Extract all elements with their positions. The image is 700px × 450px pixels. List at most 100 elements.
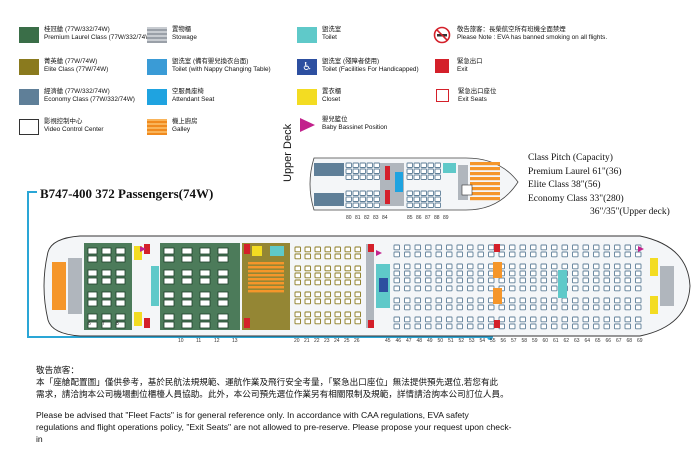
seat-upper[interactable]	[427, 196, 434, 202]
seat-economy[interactable]	[624, 270, 631, 277]
seat-elite[interactable]	[324, 311, 331, 318]
seat-economy[interactable]	[540, 297, 547, 304]
seat-economy[interactable]	[456, 297, 463, 304]
seat-upper[interactable]	[373, 190, 380, 196]
seat-elite[interactable]	[324, 246, 331, 253]
seat-economy[interactable]	[551, 270, 558, 277]
seat-elite[interactable]	[354, 318, 361, 325]
seat-elite[interactable]	[324, 253, 331, 260]
seat-economy[interactable]	[446, 297, 453, 304]
seat-economy[interactable]	[624, 297, 631, 304]
seat-elite[interactable]	[294, 246, 301, 253]
seat-economy[interactable]	[467, 263, 474, 270]
seat-economy[interactable]	[572, 277, 579, 284]
seat-upper[interactable]	[406, 174, 413, 180]
seat-economy[interactable]	[393, 277, 400, 284]
seat-economy[interactable]	[582, 304, 589, 311]
seat-upper[interactable]	[345, 168, 352, 174]
seat-elite[interactable]	[324, 272, 331, 279]
seat-economy[interactable]	[435, 263, 442, 270]
seat-economy[interactable]	[393, 285, 400, 292]
seat-economy[interactable]	[404, 251, 411, 258]
seat-economy[interactable]	[446, 285, 453, 292]
seat-economy[interactable]	[393, 270, 400, 277]
seat-elite[interactable]	[334, 246, 341, 253]
seat-upper[interactable]	[352, 190, 359, 196]
seat-upper[interactable]	[413, 190, 420, 196]
seat-economy[interactable]	[509, 323, 516, 330]
seat-upper[interactable]	[359, 174, 366, 180]
seat-economy[interactable]	[477, 270, 484, 277]
seat-elite[interactable]	[334, 272, 341, 279]
seat-elite[interactable]	[304, 253, 311, 260]
seat-upper[interactable]	[427, 202, 434, 208]
seat-economy[interactable]	[414, 285, 421, 292]
seat-economy[interactable]	[582, 323, 589, 330]
seat-economy[interactable]	[614, 251, 621, 258]
seat-premium[interactable]	[101, 313, 112, 321]
seat-economy[interactable]	[414, 316, 421, 323]
seat-economy[interactable]	[530, 244, 537, 251]
seat-upper[interactable]	[434, 202, 441, 208]
seat-elite[interactable]	[344, 272, 351, 279]
seat-elite[interactable]	[324, 279, 331, 286]
seat-premium[interactable]	[217, 269, 229, 277]
seat-premium[interactable]	[115, 313, 126, 321]
seat-economy[interactable]	[414, 297, 421, 304]
seat-economy[interactable]	[446, 263, 453, 270]
seat-economy[interactable]	[509, 251, 516, 258]
seat-economy[interactable]	[404, 277, 411, 284]
seat-economy[interactable]	[404, 323, 411, 330]
seat-economy[interactable]	[498, 277, 505, 284]
seat-economy[interactable]	[446, 323, 453, 330]
seat-economy[interactable]	[456, 277, 463, 284]
seat-premium[interactable]	[87, 291, 98, 299]
seat-elite[interactable]	[314, 246, 321, 253]
seat-economy[interactable]	[593, 244, 600, 251]
seat-premium[interactable]	[101, 277, 112, 285]
seat-elite[interactable]	[344, 253, 351, 260]
seat-elite[interactable]	[294, 253, 301, 260]
seat-economy[interactable]	[582, 285, 589, 292]
seat-upper[interactable]	[373, 174, 380, 180]
seat-economy[interactable]	[435, 323, 442, 330]
seat-premium[interactable]	[87, 321, 98, 329]
seat-economy[interactable]	[414, 323, 421, 330]
seat-economy[interactable]	[603, 263, 610, 270]
seat-elite[interactable]	[334, 265, 341, 272]
seat-upper[interactable]	[427, 162, 434, 168]
seat-elite[interactable]	[304, 291, 311, 298]
seat-economy[interactable]	[414, 270, 421, 277]
seat-elite[interactable]	[314, 272, 321, 279]
seat-economy[interactable]	[593, 251, 600, 258]
seat-elite[interactable]	[314, 279, 321, 286]
seat-elite[interactable]	[334, 291, 341, 298]
seat-premium[interactable]	[163, 299, 175, 307]
seat-upper[interactable]	[406, 168, 413, 174]
seat-upper[interactable]	[413, 162, 420, 168]
seat-elite[interactable]	[334, 279, 341, 286]
seat-upper[interactable]	[345, 196, 352, 202]
seat-economy[interactable]	[425, 244, 432, 251]
seat-upper[interactable]	[359, 168, 366, 174]
seat-premium[interactable]	[101, 299, 112, 307]
seat-economy[interactable]	[456, 304, 463, 311]
seat-economy[interactable]	[614, 277, 621, 284]
seat-economy[interactable]	[477, 323, 484, 330]
seat-elite[interactable]	[354, 291, 361, 298]
seat-upper[interactable]	[406, 190, 413, 196]
seat-upper[interactable]	[406, 162, 413, 168]
seat-upper[interactable]	[352, 202, 359, 208]
seat-upper[interactable]	[427, 168, 434, 174]
seat-economy[interactable]	[519, 316, 526, 323]
seat-economy[interactable]	[519, 285, 526, 292]
seat-economy[interactable]	[393, 251, 400, 258]
seat-economy[interactable]	[540, 251, 547, 258]
seat-economy[interactable]	[635, 297, 642, 304]
seat-upper[interactable]	[366, 168, 373, 174]
seat-economy[interactable]	[414, 263, 421, 270]
seat-upper[interactable]	[427, 190, 434, 196]
seat-economy[interactable]	[603, 277, 610, 284]
seat-economy[interactable]	[519, 270, 526, 277]
seat-economy[interactable]	[498, 316, 505, 323]
